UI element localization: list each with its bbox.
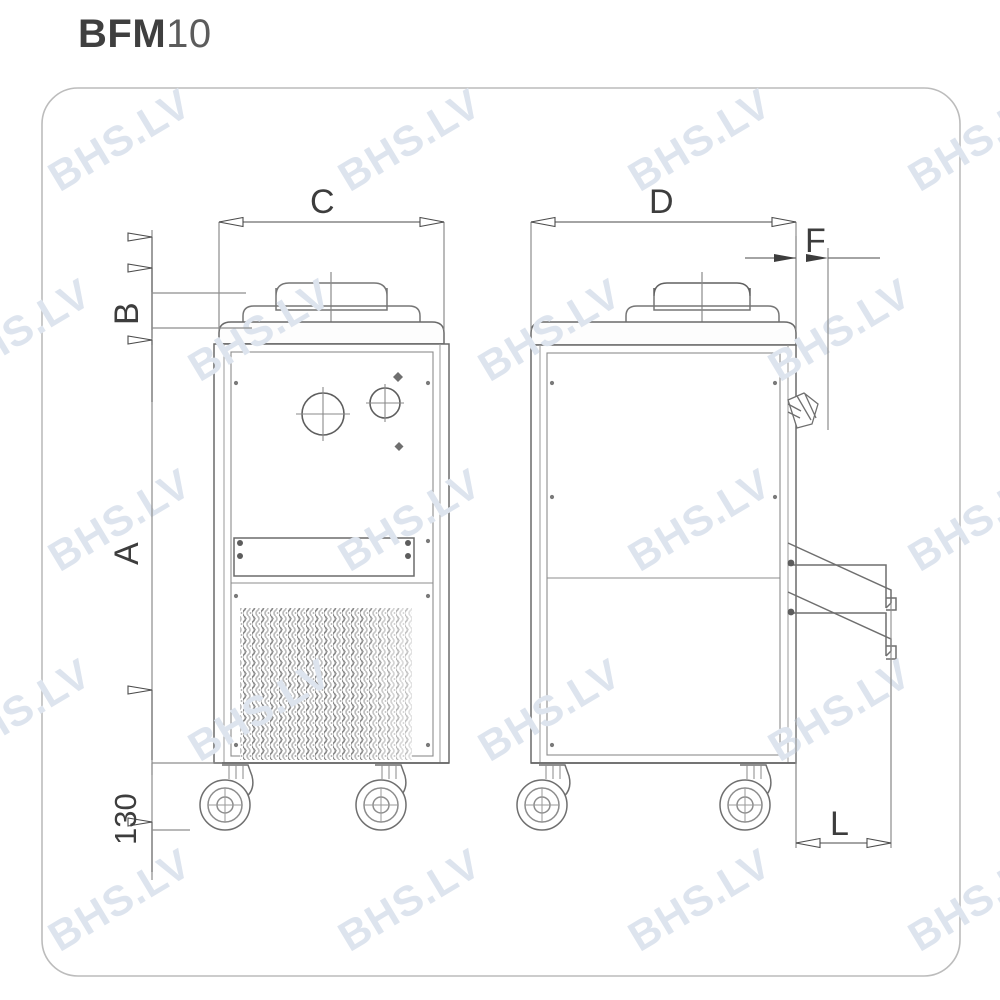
front-castor-left	[199, 764, 254, 831]
front-castor-right	[355, 764, 407, 831]
dimension-L	[795, 660, 892, 849]
page-title: BFM10	[78, 12, 212, 57]
title-model-prefix: BFM	[78, 12, 167, 56]
side-shelf-pivots	[787, 559, 795, 616]
dimension-C	[218, 216, 445, 330]
dimension-D	[530, 216, 797, 330]
dimension-label-B: B	[108, 302, 146, 325]
drawing-frame	[41, 87, 961, 977]
side-collar	[625, 305, 780, 325]
dimension-A	[127, 330, 222, 775]
front-view	[199, 272, 450, 831]
dimension-B	[127, 230, 252, 345]
side-top-cap	[530, 321, 797, 346]
title-model-number: 10	[166, 12, 212, 56]
side-handle[interactable]	[787, 392, 819, 429]
dimension-F	[745, 236, 880, 430]
dimension-label-130: 130	[108, 793, 143, 845]
front-tray-bolts	[237, 540, 411, 559]
front-collar	[242, 305, 421, 325]
dimension-130	[127, 763, 190, 880]
dimension-label-F: F	[805, 222, 826, 260]
side-view	[516, 272, 897, 831]
side-panel-pins	[549, 380, 778, 748]
side-body-outer	[530, 344, 797, 764]
front-top-cap	[218, 321, 445, 345]
front-tray[interactable]	[233, 537, 415, 577]
dimension-label-L: L	[830, 805, 849, 843]
side-castor-left	[516, 764, 571, 831]
dimension-label-A: A	[108, 542, 146, 565]
front-fasteners	[393, 372, 404, 451]
side-castor-right	[719, 764, 772, 831]
side-body-panel	[546, 352, 781, 756]
dimension-label-C: C	[310, 183, 335, 221]
dimension-label-D: D	[649, 183, 674, 221]
